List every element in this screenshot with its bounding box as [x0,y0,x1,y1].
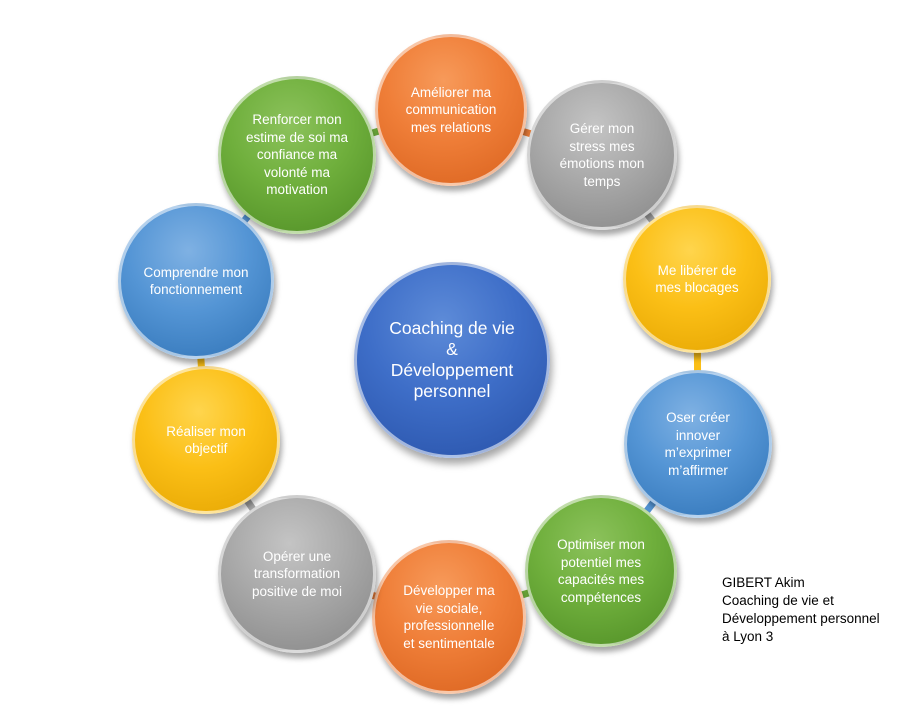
node-me-liberer[interactable]: Me libérer de mes blocages [623,205,771,353]
node-label-line: confiance ma [256,147,338,163]
node-label-line: Améliorer ma [410,84,492,100]
node-label-line: et sentimentale [403,635,495,651]
node-label-line: émotions mon [559,156,645,171]
node-realiser-objectif[interactable]: Réaliser mon objectif [132,366,280,514]
node-operer-transformation[interactable]: Opérer une transformation positive de mo… [218,495,376,653]
node-label-line: m’exprimer [664,445,732,460]
node-ameliorer-communication[interactable]: Améliorer ma communication mes relations [375,34,527,186]
center-title-line: & [446,339,458,359]
node-label-line: Comprendre mon [143,264,249,280]
node-label-line: Gérer mon [569,121,635,136]
node-label-line: Renforcer mon [252,112,342,128]
node-label-line: stress mes [569,138,635,154]
node-label-line: Réaliser mon [166,423,246,439]
credits-line: Développement personnel [722,611,880,626]
node-label-line: fonctionnement [149,282,243,297]
node-label-line: mes blocages [655,280,739,295]
node-renforcer-estime[interactable]: Renforcer mon estime de soi ma confiance… [218,76,376,234]
credits-line: à Lyon 3 [722,629,774,644]
node-label-line: positive de moi [251,583,343,599]
credits-line: Coaching de vie et [722,593,834,608]
node-label-line: innover [675,427,721,443]
node-label-line: m’affirmer [668,462,728,478]
node-optimiser-potentiel[interactable]: Optimiser mon potentiel mes capacités me… [525,495,677,647]
node-label-line: estime de soi ma [245,129,349,145]
node-oser-creer[interactable]: Oser créer innover m’exprimer m’affirmer [624,370,772,518]
node-label-line: transformation [253,566,341,582]
center-title-line: personnel [413,381,491,401]
node-label-line: capacités mes [557,572,645,587]
node-label-line: Optimiser mon [557,537,645,552]
center-circle-title[interactable]: Coaching de vie & Développement personne… [354,262,550,458]
center-title-line: Coaching de vie [389,318,515,338]
node-label-line: potentiel mes [560,554,642,570]
node-label-line: volonté ma [263,164,331,180]
node-label-line: Me libérer de [657,262,737,278]
node-label-line: Oser créer [666,410,730,425]
author-credits: GIBERT Akim Coaching de vie et Développe… [722,574,880,646]
node-developper-vie-sociale[interactable]: Développer ma vie sociale, professionnel… [372,540,526,694]
node-label-line: Développer ma [403,583,495,598]
node-label-line: motivation [266,182,328,198]
credits-line: GIBERT Akim [722,575,805,590]
node-label-line: vie sociale, [415,600,483,616]
node-label-line: communication [405,102,497,118]
center-title-line: Développement [390,360,514,380]
node-label-line: professionnelle [403,618,495,633]
node-gerer-stress[interactable]: Gérer mon stress mes émotions mon temps [527,80,677,230]
node-comprendre-fonctionnement[interactable]: Comprendre mon fonctionnement [118,203,274,359]
node-label-line: mes relations [410,119,492,135]
node-label-line: compétences [560,589,642,605]
node-label-line: Opérer une [262,548,332,564]
node-label-line: temps [583,173,621,189]
node-label-line: objectif [184,441,228,456]
